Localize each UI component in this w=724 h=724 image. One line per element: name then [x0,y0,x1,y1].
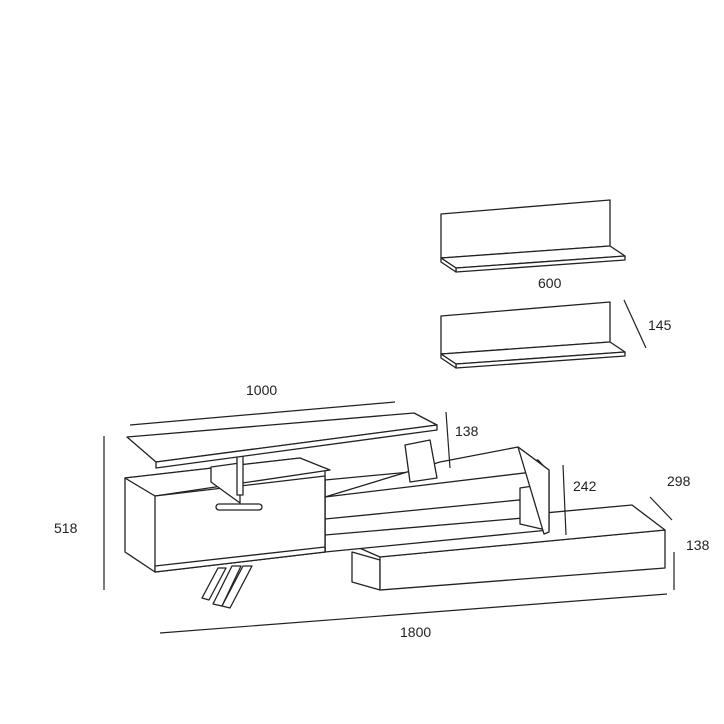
legs [201,565,253,609]
top-shelf [126,412,438,504]
total-width-label: 1800 [400,624,432,640]
door-handle [215,503,263,511]
low-unit-height-label: 138 [686,537,710,553]
wall-shelf-width-label: 600 [538,275,562,291]
middle-tier [324,446,550,553]
wall-shelf-upper [440,199,626,273]
dimension-lines [103,299,675,634]
middle-height-label: 242 [573,478,597,494]
main-cabinet [124,457,331,573]
wall-shelf-lower [440,301,626,369]
total-height-label: 518 [54,520,78,536]
top-shelf-height-label: 138 [455,423,479,439]
depth-label: 298 [667,473,691,489]
wall-shelf-depth-label: 145 [648,317,672,333]
top-shelf-width-label: 1000 [246,382,278,398]
